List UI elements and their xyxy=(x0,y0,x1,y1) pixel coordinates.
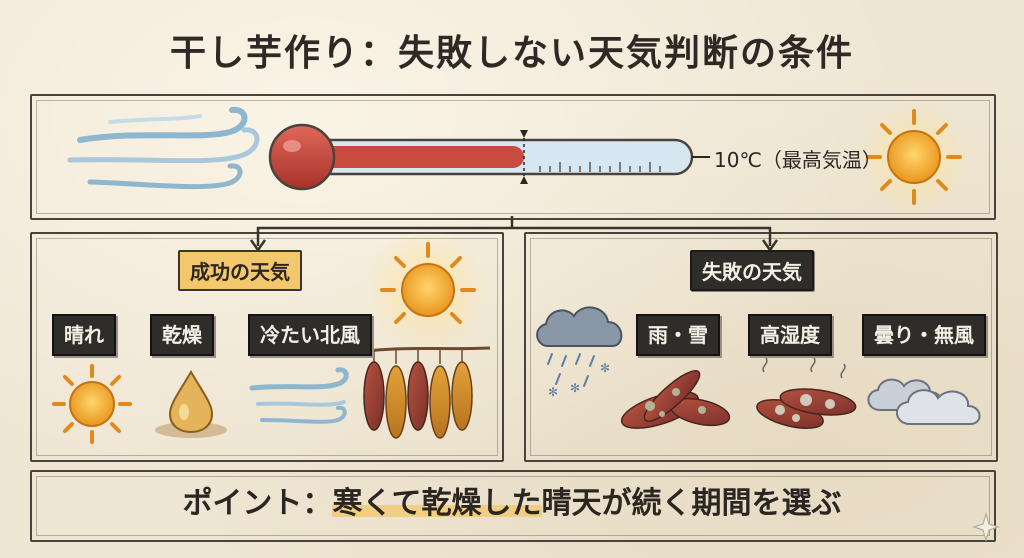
drying-sun-icon xyxy=(366,228,490,352)
point-prefix: ポイント： xyxy=(182,486,333,521)
failure-weather-panel xyxy=(524,232,998,462)
condition-dry: 乾燥 xyxy=(150,314,214,356)
svg-text:✻: ✻ xyxy=(570,381,580,395)
page-title: 干し芋作り：失敗しない天気判断の条件 xyxy=(169,33,854,74)
sun-small-icon xyxy=(52,364,132,444)
thermometer-icon xyxy=(268,123,710,191)
condition-rain-snow: 雨・雪 xyxy=(636,314,720,356)
condition-high-humidity: 高湿度 xyxy=(748,314,832,356)
point-text: ポイント：寒くて乾燥した晴天が続く期間を選ぶ xyxy=(0,478,1024,522)
cloud-icon xyxy=(867,378,981,425)
success-heading: 成功の天気 xyxy=(178,250,302,291)
drying-rack-icon xyxy=(359,346,491,439)
wind-icon xyxy=(67,106,260,190)
sparkle-icon xyxy=(972,511,1000,543)
point-panel xyxy=(30,470,996,542)
success-weather-panel xyxy=(30,232,504,462)
point-highlight: 寒くて乾燥した xyxy=(332,486,542,521)
water-drop-icon xyxy=(155,370,227,438)
sun-icon xyxy=(858,101,970,213)
branch-connector xyxy=(249,216,779,252)
condition-cloudy-no-wind: 曇り・無風 xyxy=(862,314,986,356)
point-suffix: 晴天が続く期間を選ぶ xyxy=(541,486,842,521)
wind-small-icon xyxy=(249,367,349,424)
rain-snow-cloud-icon: ✻ ✻ ✻ xyxy=(536,306,623,399)
moldy-potato-icon xyxy=(756,357,857,430)
failure-heading: 失敗の天気 xyxy=(690,250,814,291)
condition-cold-north-wind: 冷たい北風 xyxy=(248,314,372,356)
svg-text:✻: ✻ xyxy=(548,385,558,399)
svg-text:✻: ✻ xyxy=(600,361,610,375)
spoiled-potato-icon xyxy=(620,370,731,429)
temperature-threshold-label: 10℃（最高気温） xyxy=(714,148,882,172)
condition-sunny: 晴れ xyxy=(52,314,116,356)
